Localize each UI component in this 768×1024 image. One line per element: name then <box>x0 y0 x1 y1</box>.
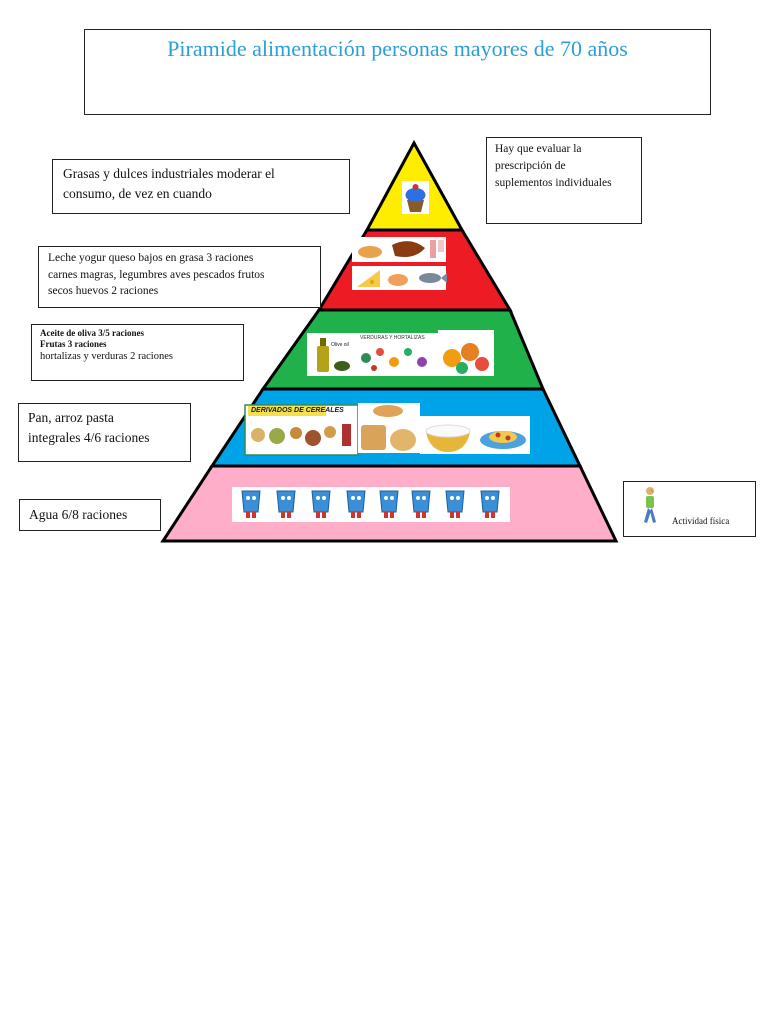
water-glass-icon <box>311 490 331 518</box>
activity-box: Actividad física <box>623 481 756 537</box>
supplements-line-2: prescripción de <box>495 160 566 172</box>
food-pyramid <box>160 139 619 543</box>
bread-icon <box>358 403 420 453</box>
vegetables-caption: VERDURAS Y HORTALIZAS <box>360 335 425 341</box>
fats-sweets-box: Grasas y dulces industriales moderar el … <box>52 159 350 214</box>
dairy-protein-box: Leche yogur queso bajos en grasa 3 racio… <box>38 246 321 308</box>
water-glass-icon <box>241 490 261 518</box>
cereals-box: Pan, arroz pasta integrales 4/6 raciones <box>18 403 191 462</box>
water-glass-icon <box>346 490 366 518</box>
water-glass-icon <box>445 490 465 518</box>
page-title: Piramide alimentación personas mayores d… <box>167 36 628 61</box>
bread-line-2: integrales 4/6 raciones <box>28 430 150 445</box>
walking-person-icon <box>644 487 656 523</box>
activity-label: Actividad física <box>672 516 730 526</box>
water-glass-icon <box>411 490 431 518</box>
supplements-box: Hay que evaluar la prescripción de suple… <box>486 137 642 224</box>
cereal-icon <box>244 404 359 456</box>
vegetables-line: hortalizas y verduras 2 raciones <box>40 351 173 362</box>
water-label: Agua 6/8 raciones <box>29 507 128 522</box>
pasta-icon <box>475 416 530 454</box>
water-glass-icon <box>276 490 296 518</box>
water-glass-icon <box>379 490 399 518</box>
oil-fruits-vegetables-box: Aceite de oliva 3/5 raciones Frutas 3 ra… <box>31 324 244 381</box>
olive-oil-caption: Olive oil <box>331 342 349 348</box>
meat-icon <box>352 237 446 262</box>
dairy-line-3: secos huevos 2 raciones <box>48 285 159 297</box>
fats-line-1: Grasas y dulces industriales moderar el <box>63 166 275 181</box>
cupcake-icon <box>402 181 429 214</box>
fats-line-2: consumo, de vez en cuando <box>63 186 212 201</box>
rice-icon <box>420 416 475 454</box>
water-glass-icon <box>480 490 500 518</box>
fruits-icon <box>438 330 494 376</box>
water-glasses <box>232 487 510 522</box>
water-box: Agua 6/8 raciones <box>19 499 161 531</box>
bread-line-1: Pan, arroz pasta <box>28 410 114 425</box>
cereals-caption: DERIVADOS DE CEREALES <box>251 407 344 414</box>
dairy-line-2: carnes magras, legumbres aves pescados f… <box>48 268 265 281</box>
olive-oil-icon <box>307 333 355 376</box>
oil-line: Aceite de oliva 3/5 raciones <box>40 328 144 338</box>
vegetables-icon <box>355 333 438 376</box>
fish-icon <box>419 273 447 283</box>
fruits-line: Frutas 3 raciones <box>40 339 107 349</box>
supplements-line-1: Hay que evaluar la <box>495 143 582 155</box>
supplements-line-3: suplementos individuales <box>495 177 612 189</box>
title-box: Piramide alimentación personas mayores d… <box>84 29 711 115</box>
dairy-line-1: Leche yogur queso bajos en grasa 3 racio… <box>48 252 254 264</box>
